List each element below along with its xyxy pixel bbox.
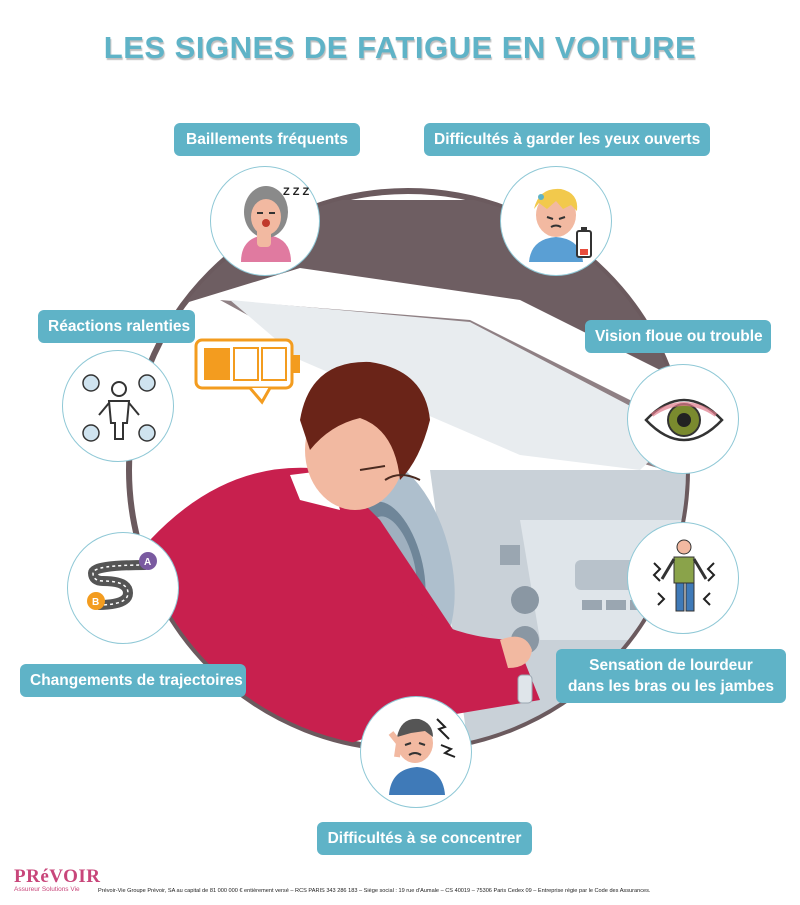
point-a-label: A: [144, 557, 151, 568]
label-heaviness-line1: Sensation de lourdeur: [589, 657, 753, 674]
brand-tagline: Assureur Solutions Vie: [14, 886, 80, 893]
page-title: LES SIGNES DE FATIGUE EN VOITURE: [103, 30, 697, 65]
blurry-eye-icon: [627, 364, 739, 474]
slow-reaction-person-icon: [62, 350, 174, 462]
label-heaviness: Sensation de lourdeur dans les bras ou l…: [556, 649, 786, 703]
legal-notice: Prévoir-Vie Groupe Prévoir, SA au capita…: [98, 888, 651, 894]
label-reactions: Réactions ralenties: [38, 310, 195, 343]
route-a-to-b-icon: A B: [67, 532, 179, 644]
headache-man-icon: [360, 696, 472, 808]
low-battery-icon: [194, 338, 300, 405]
label-concentration: Difficultés à se concentrer: [317, 822, 532, 855]
point-b-label: B: [92, 597, 99, 608]
brand-name: PRéVOIR: [14, 866, 101, 887]
yawning-woman-icon: Z Z Z: [210, 166, 320, 276]
label-trajectory: Changements de trajectoires: [20, 664, 246, 697]
heavy-limbs-person-icon: [627, 522, 739, 634]
label-vision: Vision floue ou trouble: [585, 320, 771, 353]
label-eyes-open: Difficultés à garder les yeux ouverts: [424, 123, 710, 156]
label-heaviness-line2: dans les bras ou les jambes: [568, 678, 774, 695]
tired-boy-low-battery-icon: [500, 166, 612, 276]
label-yawning: Baillements fréquents: [174, 123, 360, 156]
zzz-text: Z Z Z: [283, 186, 310, 198]
brand-logo: PRéVOIR Assureur Solutions Vie: [14, 866, 101, 893]
